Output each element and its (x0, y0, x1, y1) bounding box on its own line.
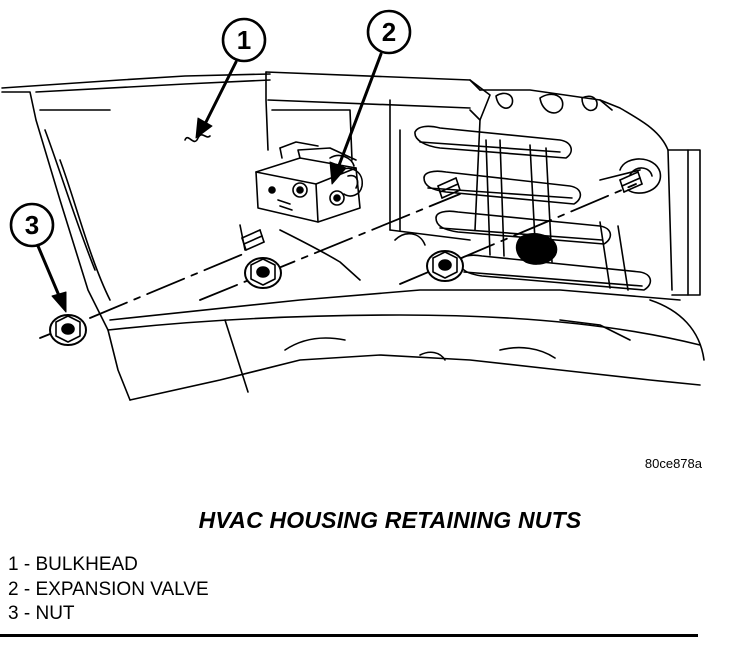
nut-left (49, 314, 87, 346)
legend-separator: - (18, 578, 36, 600)
callout-1: 1 (195, 17, 267, 139)
callout-1-number: 1 (237, 25, 251, 55)
callout-3-number: 3 (25, 210, 39, 240)
callout-2: 2 (329, 9, 412, 185)
legend-label: NUT (35, 603, 75, 624)
expansion-valve (255, 141, 363, 223)
nut-center (244, 257, 282, 289)
legend-item: 3 - NUT (8, 602, 209, 627)
legend-item: 2 - EXPANSION VALVE (8, 578, 209, 603)
legend-separator: - (18, 554, 36, 575)
bulkhead-panel (1, 73, 705, 401)
figure-reference-code: 80ce878a (644, 456, 702, 471)
legend-number: 2 (8, 578, 19, 600)
callout-2-number: 2 (382, 17, 396, 47)
hvac-housing (265, 71, 701, 296)
stud-bolts (241, 171, 643, 251)
legend-number: 3 (8, 603, 19, 624)
legend-item: 1 - BULKHEAD (8, 553, 209, 578)
legend-number: 1 (8, 554, 19, 575)
callout-3: 3 (9, 202, 67, 313)
nut-right (426, 250, 464, 282)
figure-title: HVAC HOUSING RETAINING NUTS (198, 507, 582, 533)
legend-separator: - (18, 603, 36, 624)
parts-legend: 1 - BULKHEAD 2 - EXPANSION VALVE 3 - NUT (8, 553, 209, 627)
bottom-rule (0, 634, 698, 637)
hvac-diagram: 1 2 3 (1, 9, 705, 401)
housing-grille (414, 125, 652, 291)
legend-label: BULKHEAD (35, 554, 138, 575)
legend-label: EXPANSION VALVE (35, 578, 209, 600)
